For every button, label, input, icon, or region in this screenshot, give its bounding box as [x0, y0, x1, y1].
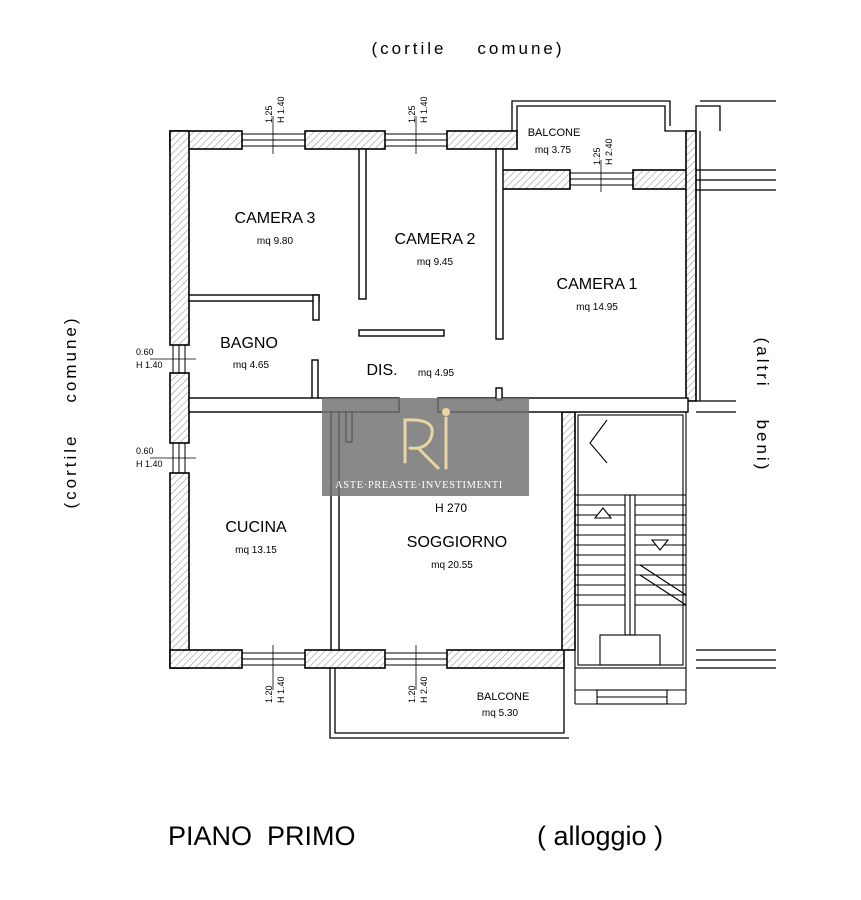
room-area-bagno: mq 4.65: [233, 360, 270, 371]
room-name-dis: DIS.: [366, 362, 397, 379]
room-area-soggiorno: mq 20.55: [431, 560, 473, 571]
room-name-camera1: CAMERA 1: [557, 276, 638, 293]
window-dimension-labels: 1.25 H 1.40 1.25 H 1.40 1.25 H 2.40 0.60…: [136, 96, 614, 703]
room-name-soggiorno: SOGGIORNO: [407, 534, 507, 551]
room-name-balcone-top: BALCONE: [528, 127, 581, 139]
room-area-camera1: mq 14.95: [576, 302, 618, 313]
dim-soggiorno-h: H 2.40: [419, 676, 429, 703]
watermark-monogram-icon: [403, 408, 450, 470]
dim-cam3-w: 1.25: [264, 105, 274, 123]
label-top-cortile: (cortile comune): [371, 39, 564, 58]
floor-title: PIANO PRIMO: [168, 821, 356, 851]
ceiling-height-label: H 270: [435, 501, 467, 515]
dim-cam2-w: 1.25: [407, 105, 417, 123]
room-name-balcone-bottom: BALCONE: [477, 691, 530, 703]
room-name-camera3: CAMERA 3: [235, 210, 316, 227]
dimension-ticks: [150, 116, 602, 690]
dim-bagno-w: 0.60: [136, 347, 154, 357]
dim-soggiorno-w: 1.20: [407, 685, 417, 703]
stairwell: [574, 411, 687, 705]
balconies: [329, 100, 686, 739]
adjacent-property: [695, 100, 776, 669]
dim-cucina-side-h: H 1.40: [136, 459, 163, 469]
room-area-cucina: mq 13.15: [235, 545, 277, 556]
unit-label: ( alloggio ): [537, 821, 663, 851]
room-area-camera2: mq 9.45: [417, 257, 454, 268]
label-right-altri-beni: (altri beni): [753, 338, 772, 473]
room-name-cucina: CUCINA: [225, 519, 287, 536]
dim-bagno-h: H 1.40: [136, 360, 163, 370]
dim-cam2-h: H 1.40: [419, 96, 429, 123]
dim-cam1-w: 1.25: [592, 147, 602, 165]
room-area-camera3: mq 9.80: [257, 236, 294, 247]
dim-cucina-bottom-w: 1.20: [264, 685, 274, 703]
room-area-balcone-bottom: mq 5.30: [482, 708, 519, 719]
watermark-text: ASTE·PREASTE·INVESTIMENTI: [335, 480, 503, 491]
room-labels: CAMERA 3 mq 9.80 CAMERA 2 mq 9.45 CAMERA…: [220, 127, 637, 719]
watermark: ASTE·PREASTE·INVESTIMENTI: [322, 398, 529, 496]
dim-cucina-bottom-h: H 1.40: [276, 676, 286, 703]
dim-cam3-h: H 1.40: [276, 96, 286, 123]
dim-cam1-h: H 2.40: [604, 138, 614, 165]
room-area-balcone-top: mq 3.75: [535, 145, 572, 156]
room-area-dis: mq 4.95: [418, 368, 455, 379]
dim-cucina-side-w: 0.60: [136, 446, 154, 456]
interior-walls: [188, 148, 689, 651]
room-name-bagno: BAGNO: [220, 335, 278, 352]
label-left-cortile: (cortile comune): [61, 315, 80, 508]
room-name-camera2: CAMERA 2: [395, 231, 476, 248]
